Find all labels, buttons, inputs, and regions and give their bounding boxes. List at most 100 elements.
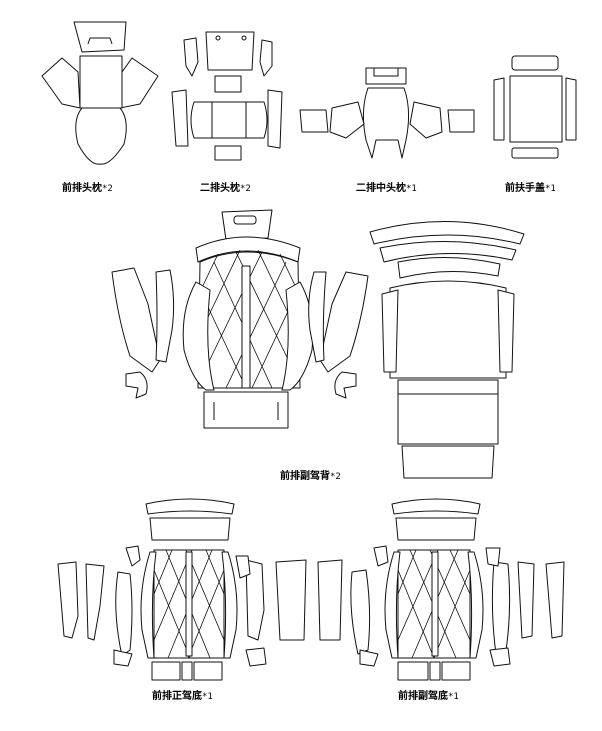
pass-base-left-small	[359, 649, 379, 667]
driver-base-bottom-left	[151, 661, 181, 681]
back2-right-side	[497, 289, 515, 373]
back-right-outer-wing	[319, 271, 369, 373]
back-headrest-slot	[233, 215, 257, 225]
driver-base-right-small	[245, 647, 267, 667]
label-front-armrest-cover: 前扶手盖*1	[505, 183, 556, 195]
label-front-headrest-qty: *2	[102, 184, 113, 194]
back-left-outer-wing	[111, 267, 161, 373]
front-headrest-right-wing	[119, 57, 159, 109]
second-headrest-left-flap	[183, 37, 199, 77]
middle-headrest-body	[362, 87, 410, 159]
middle-headrest-right-end	[447, 109, 475, 133]
pass-base-right-wing-2	[517, 561, 535, 639]
pass-base-left-wing-2	[350, 569, 371, 655]
label-front-armrest-cover-name: 前扶手盖	[505, 183, 545, 194]
back2-bottom-panel	[401, 445, 495, 479]
second-headrest-left-side	[171, 89, 189, 147]
pass-base-right-small	[489, 647, 511, 667]
front-driver-base-unit	[57, 498, 307, 681]
front-headrest-lower-panel	[75, 107, 127, 165]
driver-base-right-wing-2	[275, 559, 307, 641]
label-second-middle-headrest-name: 二排中头枕	[356, 183, 406, 194]
second-headrest-hole-left	[215, 35, 221, 41]
pass-base-right-hook	[485, 547, 501, 567]
front-headrest-left-wing	[41, 57, 81, 109]
driver-base-bottom-right	[193, 661, 223, 681]
second-headrest-tab-bottom	[214, 145, 242, 161]
label-second-middle-headrest-qty: *1	[406, 184, 417, 194]
front-back-left-unit	[111, 209, 369, 429]
back2-top-band	[369, 220, 525, 245]
pass-base-left-wing-1	[317, 559, 343, 641]
back2-third-band	[397, 256, 501, 279]
driver-base-top-curve	[145, 498, 235, 515]
pass-base-right-bolster	[467, 551, 484, 659]
driver-base-right-hook	[235, 555, 251, 579]
back2-lower-panel	[397, 379, 499, 445]
front-headrest-center-panel	[79, 55, 123, 109]
driver-base-left-bolster	[140, 551, 157, 659]
label-front-armrest-cover-qty: *1	[545, 184, 556, 194]
armrest-bottom-strip	[511, 147, 559, 159]
driver-base-center-strip	[185, 551, 193, 657]
back2-second-band	[379, 241, 517, 263]
label-front-passenger-base: 前排副驾底*1	[398, 691, 459, 703]
label-front-headrest-name: 前排头枕	[62, 183, 102, 194]
label-second-middle-headrest: 二排中头枕*1	[356, 183, 417, 195]
label-front-driver-base: 前排正驾底*1	[152, 691, 213, 703]
second-middle-headrest-pattern	[299, 67, 475, 159]
label-front-driver-base-name: 前排正驾底	[152, 691, 202, 702]
pass-base-bottom-left	[397, 661, 429, 681]
armrest-top-strip	[511, 55, 559, 71]
middle-headrest-top	[365, 67, 407, 85]
label-second-headrest-name: 二排头枕	[200, 183, 240, 194]
pass-base-center-strip	[431, 551, 439, 657]
armrest-main-panel	[509, 75, 563, 143]
armrest-right-side	[565, 77, 577, 141]
armrest-left-side	[493, 77, 505, 141]
pass-base-left-hook	[373, 545, 389, 567]
back-left-hook	[125, 371, 148, 399]
back-left-bolster	[182, 281, 215, 391]
back2-left-side	[381, 289, 399, 373]
driver-base-left-wing-3	[115, 571, 133, 657]
driver-base-left-hook	[125, 545, 141, 567]
label-front-headrest: 前排头枕*2	[62, 183, 113, 195]
pass-base-top-panel	[395, 517, 477, 541]
front-headrest-top-panel	[73, 21, 127, 53]
second-headrest-right-side	[267, 89, 283, 149]
pass-base-top-curve	[391, 498, 481, 515]
back-center-strip	[241, 265, 251, 389]
label-front-passenger-back-name: 前排副驾背	[280, 471, 330, 482]
front-passenger-base-unit	[317, 498, 565, 681]
pass-base-right-wing-3	[545, 561, 565, 639]
driver-base-left-wing-1	[57, 561, 79, 639]
front-armrest-pattern	[493, 55, 577, 159]
driver-base-left-wing-2	[85, 563, 105, 641]
middle-headrest-right-wing	[409, 101, 443, 139]
label-front-passenger-back-qty: *2	[330, 472, 341, 482]
label-second-headrest: 二排头枕*2	[200, 183, 251, 195]
pass-base-bottom-mid	[429, 661, 441, 681]
driver-base-right-wing-1	[245, 559, 265, 641]
label-front-passenger-back: 前排副驾背*2	[280, 471, 341, 483]
second-headrest-hole-right	[241, 35, 247, 41]
second-headrest-top	[205, 31, 255, 71]
pass-base-left-bolster	[384, 551, 401, 659]
front-headrest-top-slot	[87, 37, 113, 45]
middle-headrest-left-wing	[329, 101, 365, 139]
back-right-mid-wing	[308, 271, 327, 363]
driver-base-right-bolster	[221, 551, 238, 659]
driver-base-left-small	[113, 649, 133, 667]
label-front-passenger-base-qty: *1	[448, 692, 459, 702]
second-headrest-tab-top	[214, 75, 242, 93]
second-headrest-body	[190, 101, 268, 139]
second-headrest-pattern	[171, 31, 283, 161]
label-front-passenger-base-name: 前排副驾底	[398, 691, 448, 702]
pass-base-right-wing-1	[491, 561, 511, 655]
front-back-right-unit	[369, 220, 525, 479]
driver-base-top-panel	[149, 517, 231, 541]
back2-main-panel	[389, 280, 507, 379]
